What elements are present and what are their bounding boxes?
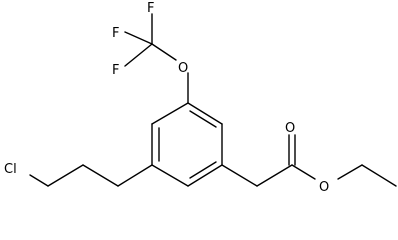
ring-bond-3 (187, 164, 223, 187)
bond-c-f-left-lower (124, 43, 153, 67)
ring-double-bond-2 (189, 161, 217, 179)
ring-double-bond-1 (189, 110, 217, 128)
bond-ethyl-ch3 (361, 164, 397, 187)
atom-label-cl: Cl (4, 162, 17, 177)
bond-ring-c1 (117, 164, 153, 187)
bond-ring-ch2 (221, 164, 258, 187)
ring-bond-4 (151, 164, 189, 187)
bond-c-o-ester (291, 164, 316, 180)
ring-bond-6 (151, 102, 189, 125)
bonds (29, 13, 397, 187)
atom-label-f-left-upper: F (112, 26, 119, 41)
atom-label-f-top: F (147, 1, 154, 16)
atom-labels: F F F O O O Cl (4, 1, 329, 195)
atom-label-o-carbonyl: O (285, 121, 295, 136)
atom-label-o-ether: O (178, 61, 188, 76)
atom-label-f-left-lower: F (112, 63, 119, 78)
atom-label-o-ester: O (319, 180, 329, 195)
chemical-structure: F F F O O O Cl (4, 1, 397, 195)
bond-o-ethyl (337, 164, 363, 180)
bond-c1-c2 (82, 164, 119, 187)
bond-c2-c3 (47, 164, 84, 187)
bond-c-f-left-upper (124, 31, 153, 45)
bond-c3-cl (29, 174, 49, 187)
bond-ch2-c-carbonyl (256, 164, 293, 187)
ring-bond-1 (187, 102, 223, 125)
bond-cf3-o (151, 43, 177, 61)
